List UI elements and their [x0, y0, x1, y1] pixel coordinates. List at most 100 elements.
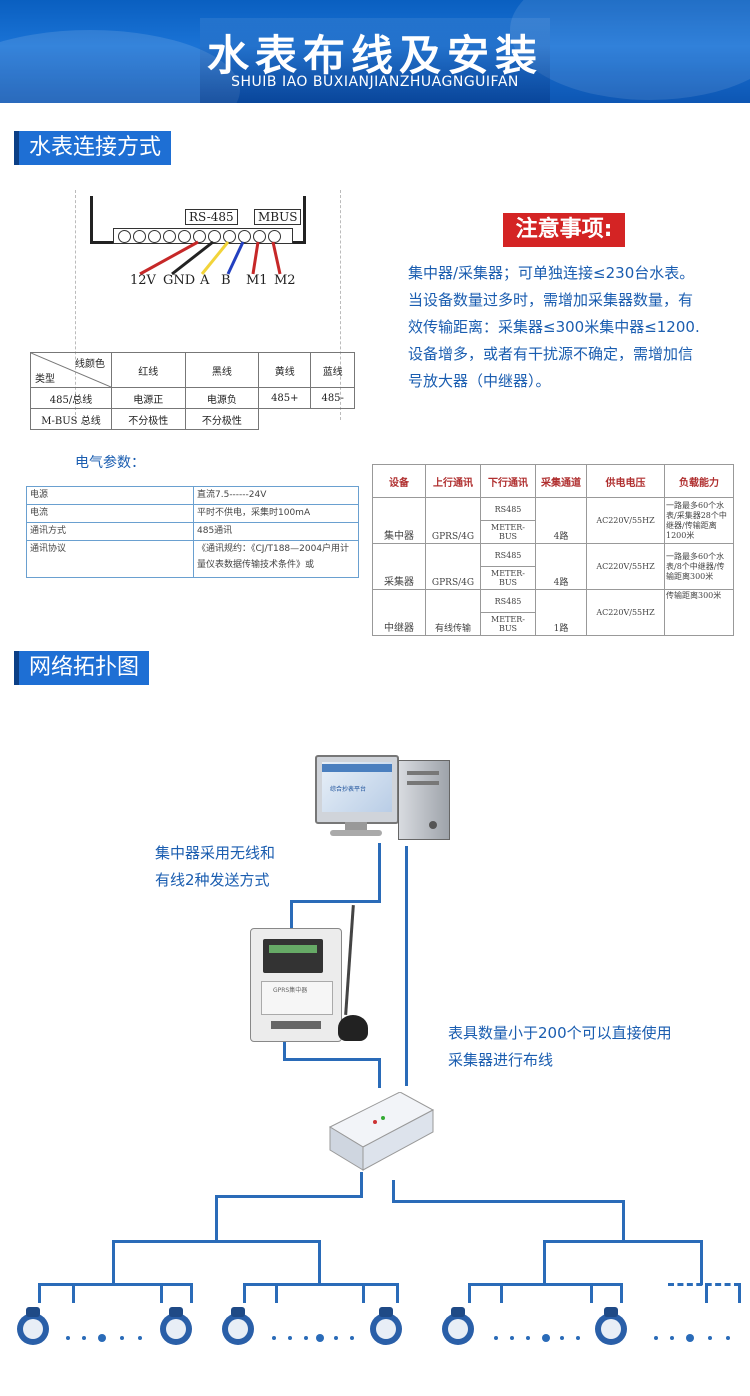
- notes-line: 设备增多，或者有干扰源不确定，需增加信: [408, 341, 738, 368]
- notes-line: 号放大器（中继器）。: [408, 368, 738, 395]
- electrical-table: 电源 直流7.5------24V 电流 平时不供电，采集时100mA 通讯方式…: [26, 486, 359, 578]
- column-header: 上行通讯: [426, 465, 481, 498]
- link-line: [360, 1172, 363, 1197]
- monitor-stand: [345, 822, 367, 830]
- link-line: [590, 1283, 593, 1303]
- water-meter-icon: [437, 1305, 479, 1347]
- link-line: [378, 843, 381, 903]
- link-line: [38, 1283, 41, 1303]
- device-down: RS485: [481, 498, 536, 521]
- notes-body: 集中器/采集器；可单独连接≤230台水表。 当设备数量过多时，需增加采集器数量，…: [408, 260, 738, 395]
- param-name: 电源: [27, 487, 194, 505]
- table-row: 集中器 GPRS/4G RS485 4路 AC220V/55HZ 一路最多60个…: [373, 498, 734, 521]
- water-meter-icon: [365, 1305, 407, 1347]
- ellipsis-dots-icon: [490, 1332, 585, 1344]
- device-down: METER-BUS: [481, 521, 536, 544]
- link-line: [622, 1200, 625, 1240]
- link-line: [396, 1283, 399, 1303]
- terminal-label-m1: M1: [246, 273, 268, 288]
- link-line: [112, 1240, 320, 1243]
- link-line: [362, 1283, 365, 1303]
- water-meter-icon: [217, 1305, 259, 1347]
- table-row: 通讯方式 485通讯: [27, 523, 359, 541]
- link-line: [392, 1200, 624, 1203]
- device-name: 集中器: [373, 498, 426, 544]
- mbus-label: MBUS: [254, 209, 301, 225]
- link-line: [72, 1283, 75, 1303]
- link-line: [700, 1240, 703, 1285]
- link-line: [215, 1195, 218, 1240]
- notes-line: 效传输距离：采集器≤300米集中器≤1200.: [408, 314, 738, 341]
- device-name: 采集器: [373, 544, 426, 590]
- device-down: METER-BUS: [481, 567, 536, 590]
- table-cell: 电源正: [112, 388, 186, 409]
- link-line: [468, 1283, 623, 1286]
- column-header: 蓝线: [311, 353, 355, 388]
- water-meter-icon: [12, 1305, 54, 1347]
- link-line: [243, 1283, 246, 1303]
- column-header: 红线: [112, 353, 186, 388]
- link-line: [243, 1283, 398, 1286]
- device-voltage: AC220V/55HZ: [587, 498, 665, 544]
- param-name: 通讯协议: [27, 541, 194, 578]
- link-line: [275, 1283, 278, 1303]
- device-name: 中继器: [373, 590, 426, 636]
- column-header: 采集通道: [536, 465, 587, 498]
- column-header: 黄线: [259, 353, 311, 388]
- table-row: 通讯协议 《通讯规约：《CJ/T188—2004户用计量仪表数据传输技术条件》或: [27, 541, 359, 578]
- device-load: 一路最多60个水表/8个中继器/传输距离300米: [665, 544, 734, 590]
- link-line: [318, 1240, 321, 1285]
- column-header: 黑线: [185, 353, 259, 388]
- link-line: [378, 1058, 381, 1088]
- section-tag-topology: 网络拓扑图: [14, 651, 149, 685]
- collector-device-icon: [325, 1092, 435, 1172]
- device-up: GPRS/4G: [426, 544, 481, 590]
- antenna-icon: [344, 905, 355, 1015]
- device-voltage: AC220V/55HZ: [587, 544, 665, 590]
- link-line: [112, 1240, 115, 1285]
- wire-color-table: 线颜色 类型 红线 黑线 黄线 蓝线 485/总线 电源正 电源负 485+ 4…: [30, 352, 355, 430]
- note-line: 表具数量小于200个可以直接使用: [448, 1020, 672, 1047]
- link-line: [160, 1283, 163, 1303]
- table-row: 485/总线 电源正 电源负 485+ 485-: [31, 388, 355, 409]
- table-corner-cell: 线颜色 类型: [31, 353, 112, 388]
- link-line: [738, 1283, 741, 1303]
- note-line: 有线2种发送方式: [155, 867, 275, 894]
- note-line: 采集器进行布线: [448, 1047, 672, 1074]
- param-value: 平时不供电，采集时100mA: [194, 505, 359, 523]
- table-row: 电源 直流7.5------24V: [27, 487, 359, 505]
- row-type: M-BUS 总线: [31, 409, 112, 430]
- electrical-label: 电气参数：: [75, 452, 145, 472]
- collector-note: 表具数量小于200个可以直接使用 采集器进行布线: [448, 1020, 672, 1074]
- note-line: 集中器采用无线和: [155, 840, 275, 867]
- notes-title: 注意事项:: [503, 213, 625, 247]
- device-down: RS485: [481, 590, 536, 613]
- table-cell: 485-: [311, 388, 355, 409]
- link-line: [283, 1040, 286, 1060]
- link-line: [620, 1283, 623, 1303]
- link-line: [468, 1283, 471, 1303]
- monitor-base: [330, 830, 382, 836]
- table-cell: [311, 409, 355, 430]
- link-line: [500, 1283, 503, 1303]
- pc-tower-icon: [398, 760, 450, 840]
- table-cell: 不分极性: [185, 409, 259, 430]
- link-line: [392, 1180, 395, 1202]
- terminal-label-m2: M2: [274, 273, 296, 288]
- link-line: [405, 846, 408, 1086]
- device-load: 一路最多60个水表/采集器28个中继器/传输距离1200米: [665, 498, 734, 544]
- table-row: 采集器 GPRS/4G RS485 4路 AC220V/55HZ 一路最多60个…: [373, 544, 734, 567]
- column-header: 供电电压: [587, 465, 665, 498]
- device-up: 有线传输: [426, 590, 481, 636]
- concentrator-device-icon: GPRS集中器: [250, 928, 342, 1042]
- water-meter-icon: [155, 1305, 197, 1347]
- link-line: [38, 1283, 193, 1286]
- terminal-label-a: A: [200, 273, 209, 288]
- link-line-dashed: [668, 1283, 740, 1289]
- link-line: [543, 1240, 703, 1243]
- link-line: [283, 1058, 381, 1061]
- header-type-label: 类型: [35, 370, 55, 385]
- table-row: M-BUS 总线 不分极性 不分极性: [31, 409, 355, 430]
- header-color-label: 线颜色: [75, 355, 105, 370]
- antenna-base: [338, 1015, 368, 1041]
